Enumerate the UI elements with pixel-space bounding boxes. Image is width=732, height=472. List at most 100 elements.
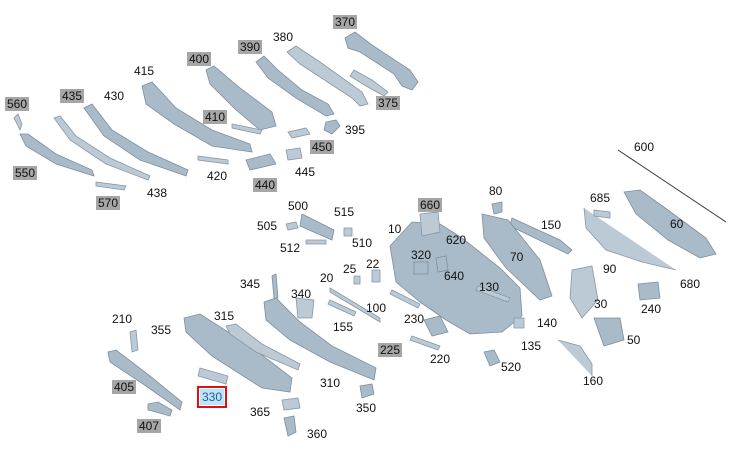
- part-label-685[interactable]: 685: [590, 191, 611, 205]
- clip-25: [353, 275, 361, 285]
- bolt-407: [147, 401, 173, 417]
- part-label-340[interactable]: 340: [291, 287, 312, 301]
- part-label-438[interactable]: 438: [147, 186, 168, 200]
- part-label-375[interactable]: 375: [376, 96, 401, 110]
- part-label-225[interactable]: 225: [378, 343, 403, 357]
- bumper-beam-60: [623, 189, 717, 259]
- part-label-135[interactable]: 135: [521, 339, 542, 353]
- plate-445: [285, 147, 303, 161]
- clip-510: [343, 227, 353, 237]
- part-label-365[interactable]: 365: [250, 405, 271, 419]
- strip-430: [83, 103, 189, 177]
- bolt-685: [593, 209, 611, 219]
- plate-520: [483, 349, 501, 367]
- lower-bumper-group: [107, 273, 377, 437]
- part-label-130[interactable]: 130: [479, 280, 500, 294]
- bracket-340: [295, 297, 315, 319]
- part-label-70[interactable]: 70: [510, 250, 524, 264]
- insert-330: [197, 367, 229, 385]
- part-label-100[interactable]: 100: [366, 301, 387, 315]
- part-label-220[interactable]: 220: [430, 352, 451, 366]
- clip-80: [491, 201, 503, 215]
- part-label-410[interactable]: 410: [203, 110, 228, 124]
- part-label-210[interactable]: 210: [112, 312, 133, 326]
- part-label-400[interactable]: 400: [187, 52, 212, 66]
- part-label-25[interactable]: 25: [343, 262, 357, 276]
- part-label-315[interactable]: 315: [214, 309, 235, 323]
- part-label-22[interactable]: 22: [366, 257, 380, 271]
- part-label-150[interactable]: 150: [541, 218, 562, 232]
- part-label-550[interactable]: 550: [13, 166, 38, 180]
- strip-155: [327, 299, 357, 317]
- part-label-505[interactable]: 505: [257, 219, 278, 233]
- bumper-lower-355: [183, 313, 293, 393]
- part-label-520[interactable]: 520: [501, 360, 522, 374]
- part-label-450[interactable]: 450: [310, 140, 335, 154]
- part-label-240[interactable]: 240: [641, 302, 662, 316]
- carrier-70: [481, 213, 553, 301]
- part-label-512[interactable]: 512: [280, 241, 301, 255]
- part-label-350[interactable]: 350: [356, 401, 377, 415]
- part-label-10[interactable]: 10: [388, 222, 402, 236]
- strip-435: [53, 115, 151, 181]
- trim-frame-370: [344, 31, 419, 91]
- part-label-500[interactable]: 500: [288, 199, 309, 213]
- bracket-450: [287, 127, 311, 139]
- part-label-445[interactable]: 445: [295, 165, 316, 179]
- part-label-360[interactable]: 360: [307, 427, 328, 441]
- clip-360: [283, 415, 297, 437]
- part-label-90[interactable]: 90: [603, 262, 617, 276]
- part-label-330-selected[interactable]: 330: [196, 386, 228, 408]
- part-label-20[interactable]: 20: [320, 271, 334, 285]
- part-label-80[interactable]: 80: [489, 184, 503, 198]
- part-label-60[interactable]: 60: [670, 217, 684, 231]
- part-label-320[interactable]: 320: [411, 248, 432, 262]
- sensor-640: [435, 255, 449, 273]
- right-carrier-group: [481, 149, 727, 376]
- clip-395: [323, 119, 341, 135]
- part-label-660[interactable]: 660: [418, 198, 443, 212]
- bracket-240: [637, 281, 661, 301]
- strip-550: [19, 133, 95, 177]
- part-label-430[interactable]: 430: [104, 89, 125, 103]
- strip-560: [13, 113, 23, 132]
- part-label-345[interactable]: 345: [240, 277, 261, 291]
- part-label-515[interactable]: 515: [334, 205, 355, 219]
- part-label-420[interactable]: 420: [207, 169, 228, 183]
- clip-505: [285, 221, 299, 231]
- part-label-230[interactable]: 230: [404, 312, 425, 326]
- part-label-140[interactable]: 140: [537, 316, 558, 330]
- part-label-407[interactable]: 407: [137, 419, 162, 433]
- part-label-380[interactable]: 380: [273, 30, 294, 44]
- center-bumper-group: [285, 211, 525, 351]
- strip-405: [107, 349, 183, 411]
- part-label-395[interactable]: 395: [345, 123, 366, 137]
- part-label-435[interactable]: 435: [60, 89, 85, 103]
- bracket-500: [299, 213, 335, 241]
- part-label-355[interactable]: 355: [151, 323, 172, 337]
- part-label-600[interactable]: 600: [634, 140, 655, 154]
- clip-512: [305, 239, 327, 245]
- part-label-510[interactable]: 510: [352, 236, 373, 250]
- clip-140: [513, 317, 525, 329]
- part-label-680[interactable]: 680: [680, 277, 701, 291]
- trim-frame-380: [286, 45, 369, 107]
- strip-100: [389, 289, 421, 309]
- part-label-155[interactable]: 155: [333, 320, 354, 334]
- part-label-405[interactable]: 405: [112, 380, 137, 394]
- part-label-440[interactable]: 440: [253, 178, 278, 192]
- part-label-30[interactable]: 30: [594, 297, 608, 311]
- part-label-620[interactable]: 620: [446, 233, 467, 247]
- part-label-415[interactable]: 415: [134, 64, 155, 78]
- bracket-440: [245, 153, 277, 171]
- bracket-30: [569, 265, 599, 319]
- part-label-560[interactable]: 560: [5, 97, 30, 111]
- part-label-370[interactable]: 370: [333, 15, 358, 29]
- part-label-390[interactable]: 390: [238, 40, 263, 54]
- part-label-160[interactable]: 160: [583, 374, 604, 388]
- part-label-310[interactable]: 310: [320, 376, 341, 390]
- part-label-50[interactable]: 50: [627, 333, 641, 347]
- part-label-570[interactable]: 570: [96, 196, 121, 210]
- part-label-640[interactable]: 640: [444, 269, 465, 283]
